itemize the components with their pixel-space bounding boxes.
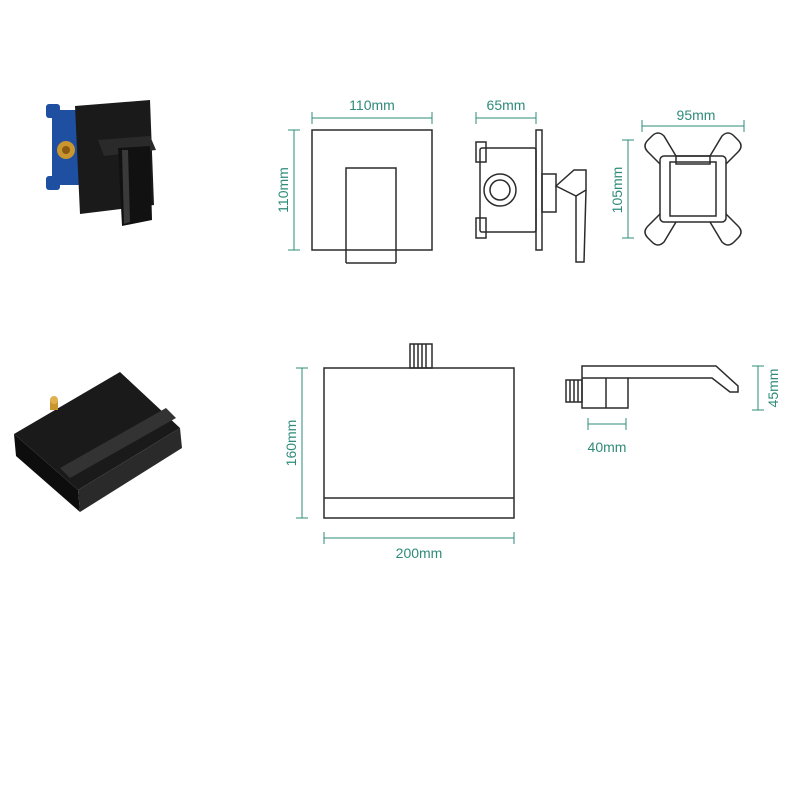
spout-side-depth-label: 40mm bbox=[588, 439, 627, 455]
valve-side-depth-label: 65mm bbox=[487, 97, 526, 113]
spout-front-view: 160mm 200mm bbox=[283, 343, 515, 561]
spout-front-height-label: 160mm bbox=[283, 420, 299, 467]
valve-front-view: 110mm 110mm bbox=[275, 97, 433, 264]
valve-product-photo bbox=[46, 100, 156, 226]
valve-side-view: 65mm bbox=[475, 97, 587, 263]
valve-front-width-label: 110mm bbox=[349, 97, 395, 113]
valve-front-height-label: 110mm bbox=[275, 167, 291, 213]
spout-side-height-label: 45mm bbox=[765, 369, 781, 408]
valve-box-width-label: 95mm bbox=[677, 107, 716, 123]
valve-box-height-label: 105mm bbox=[609, 167, 625, 214]
spout-side-view: 40mm 45mm bbox=[565, 365, 781, 455]
valve-box-view: 95mm 105mm bbox=[609, 107, 745, 246]
spout-product-photo bbox=[14, 372, 182, 512]
spout-front-width-label: 200mm bbox=[396, 545, 443, 561]
